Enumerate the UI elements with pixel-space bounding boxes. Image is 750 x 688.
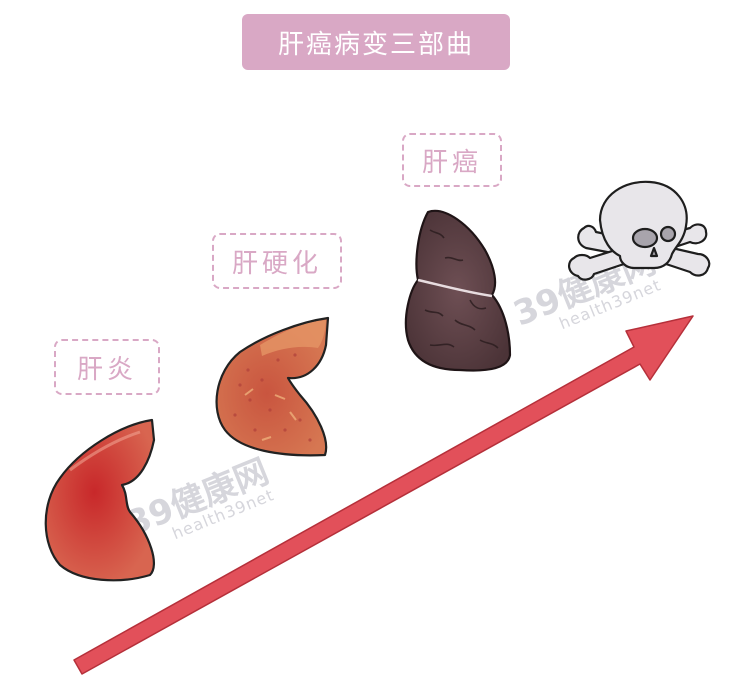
stage-label-cirrhosis: 肝硬化 — [212, 233, 342, 289]
stage-label-hepatitis: 肝炎 — [54, 339, 160, 395]
skull-crossbones-icon — [568, 180, 711, 281]
progression-arrow-icon — [73, 315, 694, 675]
dark-liver-icon — [404, 209, 512, 372]
title-banner: 肝癌病变三部曲 — [242, 14, 510, 70]
red-liver-icon — [44, 418, 156, 582]
spotted-liver-icon — [215, 316, 330, 457]
title-text: 肝癌病变三部曲 — [277, 29, 474, 60]
stage-label-cancer: 肝癌 — [402, 133, 502, 187]
